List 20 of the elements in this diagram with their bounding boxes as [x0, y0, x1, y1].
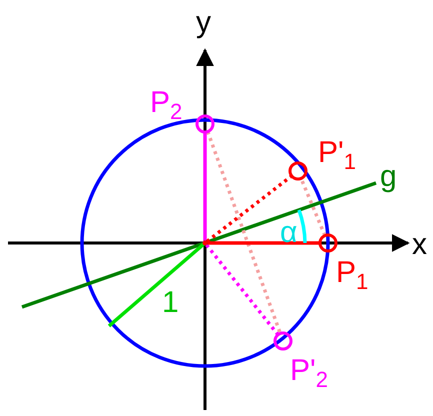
solid-line: [203, 132, 207, 240]
solid-line: [208, 241, 320, 245]
axis-label: y: [196, 8, 211, 38]
dotted-line: [299, 178, 327, 236]
point-label: P'$_{1}$: [318, 138, 356, 173]
length-label: 1: [162, 288, 179, 318]
point-label: P$_{2}$: [150, 88, 182, 123]
point-label: P$_{1}$: [336, 258, 368, 293]
line-label: g: [380, 162, 397, 192]
point-marker: [288, 162, 308, 180]
dotted-line: [205, 244, 280, 336]
dotted-line: [206, 130, 282, 334]
point-marker: [274, 332, 292, 350]
point-marker: [318, 234, 338, 252]
origin-point: [202, 240, 208, 246]
axis-label: x: [412, 230, 427, 260]
point-marker: [196, 114, 214, 134]
point-label: P'$_{2}$: [290, 356, 328, 391]
angle-label: α: [280, 218, 298, 248]
dotted-line: [206, 174, 293, 243]
